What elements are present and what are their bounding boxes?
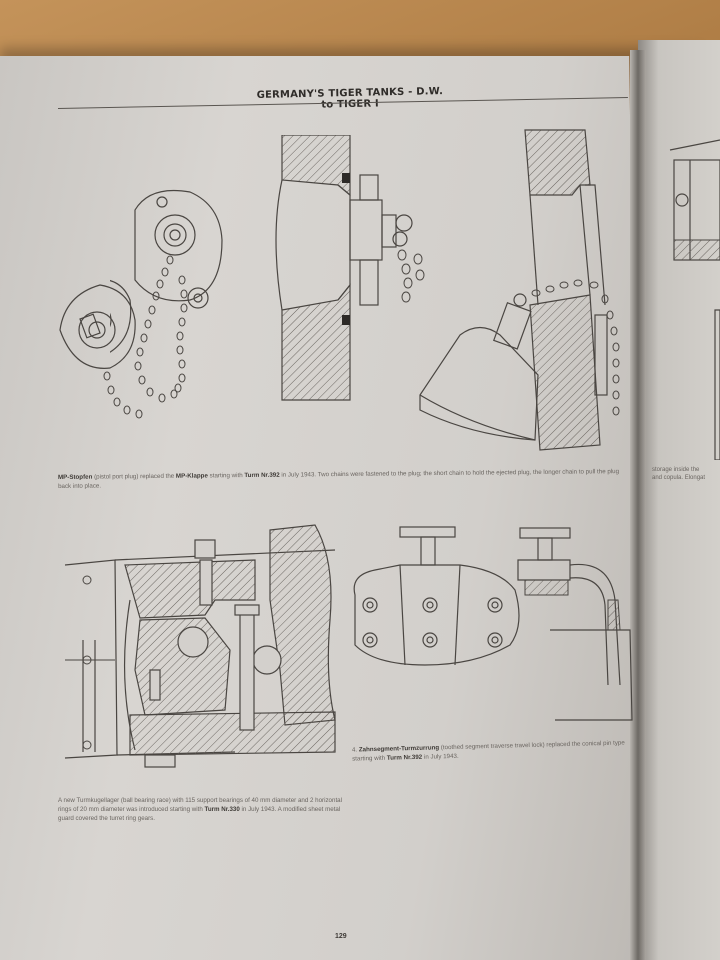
caption-term: Turm Nr.392 [386, 753, 423, 762]
right-page [638, 40, 720, 960]
caption-term: Turm Nr.392 [244, 471, 280, 480]
caption-term: MP-Stopfen [57, 473, 93, 481]
right-page-figure-fragment [660, 120, 720, 460]
caption-line: storage inside the [652, 467, 700, 473]
figure-turret-bearing-section [55, 520, 340, 780]
caption-term: Turm Nr.330 [204, 806, 240, 813]
caption-line: and copula. Elongat [652, 475, 706, 481]
caption-text: A new Turmkugellager (ball bearing race)… [58, 797, 342, 813]
caption-text: starting with [207, 472, 245, 480]
figure-plug-cross-section [268, 135, 428, 410]
caption-term: Zahnsegment-Turmzurrung [358, 744, 440, 754]
left-page [0, 56, 642, 960]
right-page-caption-fragment: storage inside the and copula. Elongat [652, 466, 718, 482]
running-head: GERMANY'S TIGER TANKS - D.W. to TIGER I [256, 86, 444, 111]
figure-travel-lock-front [345, 515, 530, 680]
figure-travel-lock-side [510, 520, 635, 730]
book-gutter [630, 50, 646, 960]
caption-text: in July 1943. [422, 752, 459, 761]
figure-plug-side-view [55, 280, 145, 420]
page-number: 129 [335, 933, 347, 940]
caption-text: (pistol port plug) replaced the [92, 472, 176, 481]
figure-pistol-port-plug [110, 180, 230, 430]
caption-text: in July 1943. A modified sheet metal gua… [58, 806, 341, 822]
caption-turret-bearing: A new Turmkugellager (ball bearing race)… [58, 796, 343, 823]
figure-plug-ejected [410, 125, 635, 455]
caption-term: MP-Klappe [175, 472, 208, 480]
